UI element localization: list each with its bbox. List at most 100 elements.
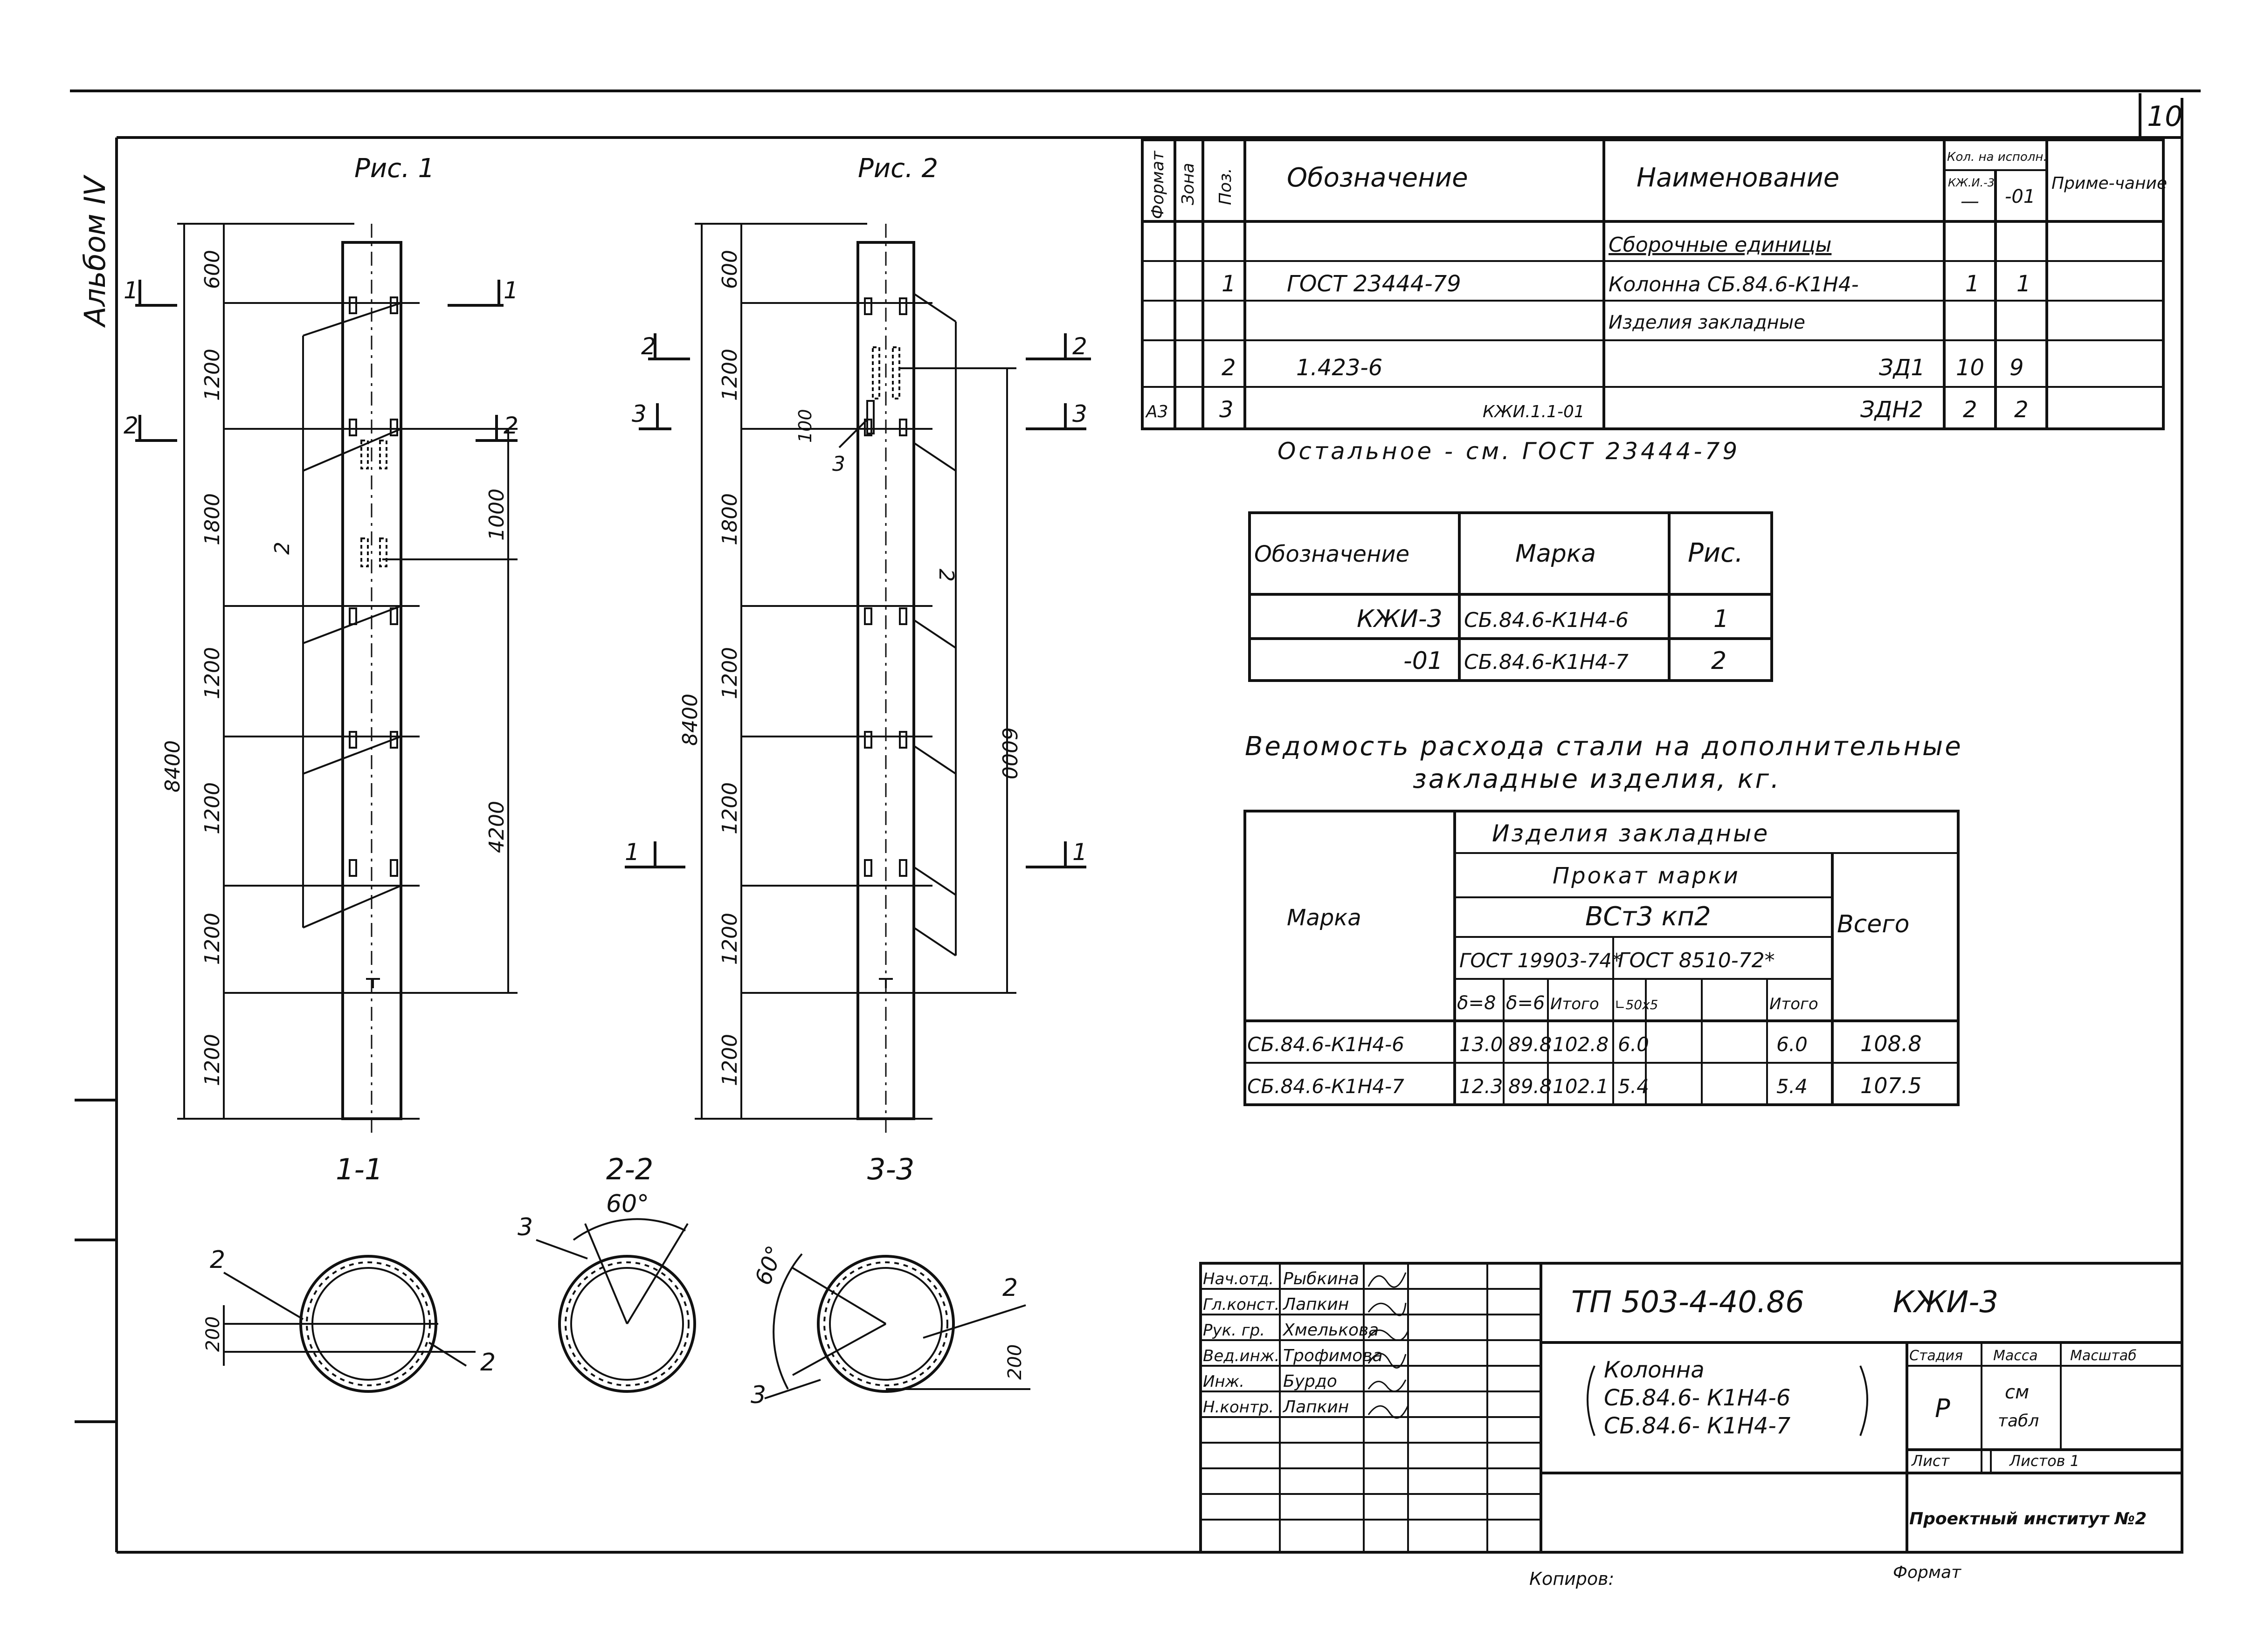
- fig2-dim-1800: 1800: [718, 493, 742, 545]
- steel-h-prokat: Прокат марки: [1553, 863, 1740, 889]
- spec-r4-poz: 3: [1219, 397, 1234, 423]
- steel-sub-5: Итого: [1769, 995, 1818, 1013]
- steel-r0-c6: 6.0: [1776, 1033, 1808, 1056]
- tb-doc-code: ТП 503-4-40.86: [1571, 1285, 1804, 1320]
- steel-r1-c2: 89.8: [1508, 1075, 1552, 1098]
- steel-r1-mark: СБ.84.6-К1Н4-7: [1247, 1075, 1404, 1098]
- tb-name-2: Хмелькова: [1282, 1321, 1379, 1340]
- section-3-3-label-b: 3: [751, 1381, 766, 1409]
- tb-role-5: Н.контр.: [1203, 1398, 1274, 1417]
- mark-r0-marka: СБ.84.6-К1Н4-6: [1464, 608, 1629, 632]
- spec-r1-naim: Колонна СБ.84.6-К1Н4-: [1609, 273, 1859, 296]
- fig1-dim-4200: 4200: [485, 801, 509, 853]
- steel-sub-3: ∟50х5: [1615, 997, 1658, 1012]
- steel-h-vst: ВСт3 кп2: [1585, 902, 1711, 932]
- spec-h-oboz: Обозначение: [1287, 163, 1468, 193]
- fig2-diagonals: [913, 293, 957, 957]
- tb-stadia: Р: [1935, 1394, 1950, 1423]
- spec-r1-b: 1: [2016, 271, 2031, 297]
- spec-r4-a: 2: [1963, 397, 1977, 423]
- steel-h-gost2: ГОСТ 8510-72*: [1618, 949, 1775, 972]
- tb-name-l1: Колонна: [1604, 1357, 1705, 1383]
- steel-sub-1: δ=6: [1506, 992, 1545, 1014]
- fig2-column: Рис. 2: [625, 153, 1091, 1137]
- section-1-1-title: 1-1: [336, 1152, 383, 1186]
- fig1-dim-1200c: 1200: [200, 782, 224, 834]
- tb-name-3: Трофимова: [1283, 1346, 1383, 1365]
- steel-title-1: Ведомость расхода стали на дополнительны…: [1245, 731, 1963, 762]
- steel-r0-mark: СБ.84.6-К1Н4-6: [1247, 1033, 1404, 1056]
- tb-listov: Листов 1: [2009, 1452, 2079, 1470]
- tb-role-2: Рук. гр.: [1203, 1321, 1265, 1340]
- spec-r4-forma: А3: [1145, 402, 1168, 421]
- spec-table: [1141, 138, 2165, 430]
- tb-name-1: Лапкин: [1282, 1295, 1349, 1314]
- tb-name-l3: СБ.84.6- К1Н4-7: [1604, 1413, 1791, 1439]
- tb-doc-mark: КЖИ-3: [1893, 1285, 1998, 1320]
- mark-h-oboz: Обозначение: [1254, 541, 1409, 567]
- fig2-callout-3: 3: [832, 452, 845, 476]
- steel-r0-c3: 102.8: [1553, 1033, 1609, 1056]
- section-1-1: 1-1 2 2 200: [202, 1152, 496, 1393]
- tb-massa-l2: табл: [1998, 1411, 2039, 1431]
- fig2-sec-1-left: 1: [625, 839, 640, 866]
- fig1-section-marks: [135, 280, 518, 442]
- fig2-dim-600: 600: [718, 250, 742, 289]
- fig2-sec-3-left: 3: [632, 400, 647, 427]
- spec-h-kol-a: КЖ.И.-3: [1948, 176, 1995, 189]
- steel-h-izd: Изделия закладные: [1492, 820, 1769, 847]
- signatures: [1367, 1272, 1409, 1419]
- fig1-dim-1200b: 1200: [200, 647, 224, 699]
- fig1-total: 8400: [161, 740, 185, 792]
- title-block-staff: Нач.отд. Гл.конст. Рук. гр. Вед.инж. Инж…: [1203, 1269, 1409, 1419]
- tb-bracket-right: [1859, 1365, 1868, 1436]
- fig2-dim-1200e: 1200: [718, 1034, 742, 1086]
- fig1-dim-1200d: 1200: [200, 913, 224, 965]
- title-block: [1199, 1262, 2183, 1554]
- fig1-dim-1800: 1800: [200, 493, 224, 545]
- section-3-3: 3-3 60° 2 3 200: [750, 1152, 1030, 1409]
- steel-table: [1243, 810, 1960, 1106]
- fig2-dim-1200d: 1200: [718, 913, 742, 965]
- spec-h-kol-b: -01: [2005, 186, 2035, 207]
- fig2-sec-2-right: 2: [1072, 333, 1087, 360]
- steel-r1-c3: 102.1: [1553, 1075, 1609, 1098]
- steel-r0-c1: 13.0: [1459, 1033, 1503, 1056]
- fig1-sec-1-left: 1: [124, 277, 138, 304]
- steel-title-2: закладные изделия, кг.: [1413, 764, 1781, 794]
- fig1-dim-lines: [177, 223, 518, 1120]
- fig1-sec-2-right: 2: [504, 412, 518, 439]
- fig2-sec-1-right: 1: [1072, 839, 1087, 866]
- tb-bracket-left: [1587, 1365, 1595, 1436]
- tb-massa-l1: см: [2005, 1382, 2029, 1403]
- spec-r3-b: 9: [2009, 355, 2024, 381]
- tb-role-3: Вед.инж.: [1203, 1347, 1279, 1365]
- tb-role-0: Нач.отд.: [1203, 1270, 1274, 1288]
- fig1-sec-1-right: 1: [504, 277, 518, 304]
- spec-r4-b: 2: [2014, 397, 2029, 423]
- fig1-diagonals: [302, 302, 401, 929]
- mark-r1-ris: 2: [1711, 647, 1726, 675]
- fig2-plates: [864, 297, 907, 988]
- steel-r0-c7: 108.8: [1860, 1031, 1922, 1056]
- tb-name-l2: СБ.84.6- К1Н4-6: [1604, 1385, 1790, 1411]
- mark-r1-oboz: -01: [1403, 647, 1443, 675]
- fig2-dim-1200c: 1200: [718, 782, 742, 834]
- fig2-dim-1200a: 1200: [718, 349, 742, 401]
- spec-r1-poz: 1: [1222, 271, 1236, 297]
- mark-table: [1248, 511, 1773, 682]
- spec-r2-naim: Изделия закладные: [1609, 312, 1805, 333]
- album-label: Альбом IV: [78, 174, 112, 328]
- fig2-dim-1200b: 1200: [718, 647, 742, 699]
- tb-h-masshtab: Масштаб: [2070, 1348, 2137, 1364]
- tb-list: Лист: [1911, 1452, 1950, 1470]
- section-3-3-label-a: 2: [1002, 1274, 1018, 1302]
- fig2-callout-2: 2: [934, 569, 958, 582]
- mark-h-ris: Рис.: [1688, 538, 1743, 568]
- sheet-frame: [70, 89, 2201, 1554]
- fig1-dim-600: 600: [200, 250, 224, 289]
- steel-sub-2: Итого: [1550, 995, 1599, 1013]
- steel-r0-c4: 6.0: [1618, 1033, 1649, 1056]
- steel-sub-0: δ=8: [1457, 992, 1496, 1014]
- fig2-total: 8400: [678, 694, 702, 746]
